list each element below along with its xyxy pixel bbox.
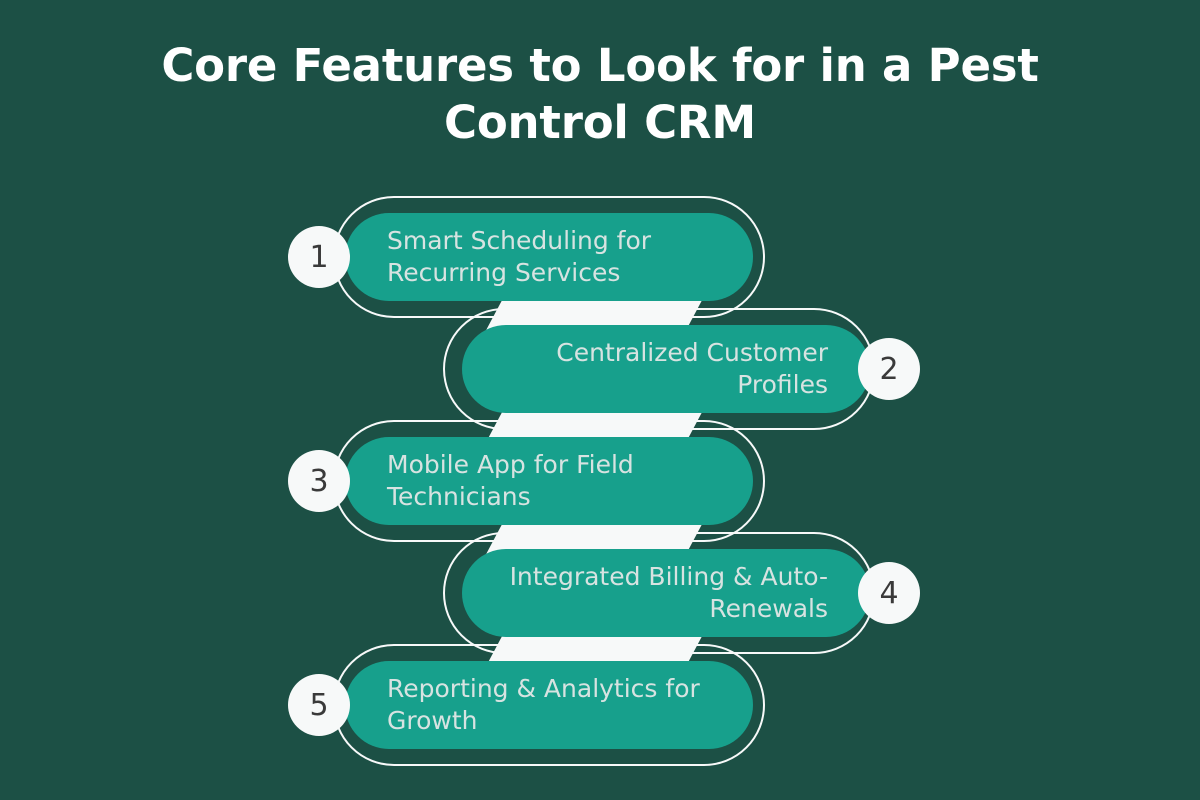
step-item-5: Reporting & Analytics for Growth 5 bbox=[0, 0, 1200, 766]
step-pill[interactable]: Mobile App for Field Technicians bbox=[345, 437, 753, 525]
step-number: 1 bbox=[309, 239, 329, 275]
step-number: 5 bbox=[309, 687, 329, 723]
step-label: Smart Scheduling for Recurring Services bbox=[387, 226, 652, 287]
step-number: 2 bbox=[879, 351, 899, 387]
step-pill[interactable]: Centralized Customer Profiles bbox=[462, 325, 870, 413]
step-label: Mobile App for Field Technicians bbox=[387, 450, 634, 511]
page-title: Core Features to Look for in a Pest Cont… bbox=[161, 39, 1039, 149]
step-pill[interactable]: Integrated Billing & Auto-Renewals bbox=[462, 549, 870, 637]
step-pill[interactable]: Smart Scheduling for Recurring Services bbox=[345, 213, 753, 301]
step-number: 3 bbox=[309, 463, 329, 499]
step-item-4: Integrated Billing & Auto-Renewals 4 bbox=[0, 0, 1200, 654]
step-item-1: Smart Scheduling for Recurring Services 1 bbox=[0, 0, 1200, 318]
step-label: Reporting & Analytics for Growth bbox=[387, 674, 700, 735]
step-number-badge: 3 bbox=[288, 450, 350, 512]
step-number-badge: 4 bbox=[858, 562, 920, 624]
step-pill[interactable]: Reporting & Analytics for Growth bbox=[345, 661, 753, 749]
step-label: Integrated Billing & Auto-Renewals bbox=[509, 562, 828, 623]
step-number: 4 bbox=[879, 575, 899, 611]
step-number-badge: 1 bbox=[288, 226, 350, 288]
step-number-badge: 2 bbox=[858, 338, 920, 400]
step-item-3: Mobile App for Field Technicians 3 bbox=[0, 0, 1200, 542]
step-label: Centralized Customer Profiles bbox=[556, 338, 828, 399]
step-number-badge: 5 bbox=[288, 674, 350, 736]
